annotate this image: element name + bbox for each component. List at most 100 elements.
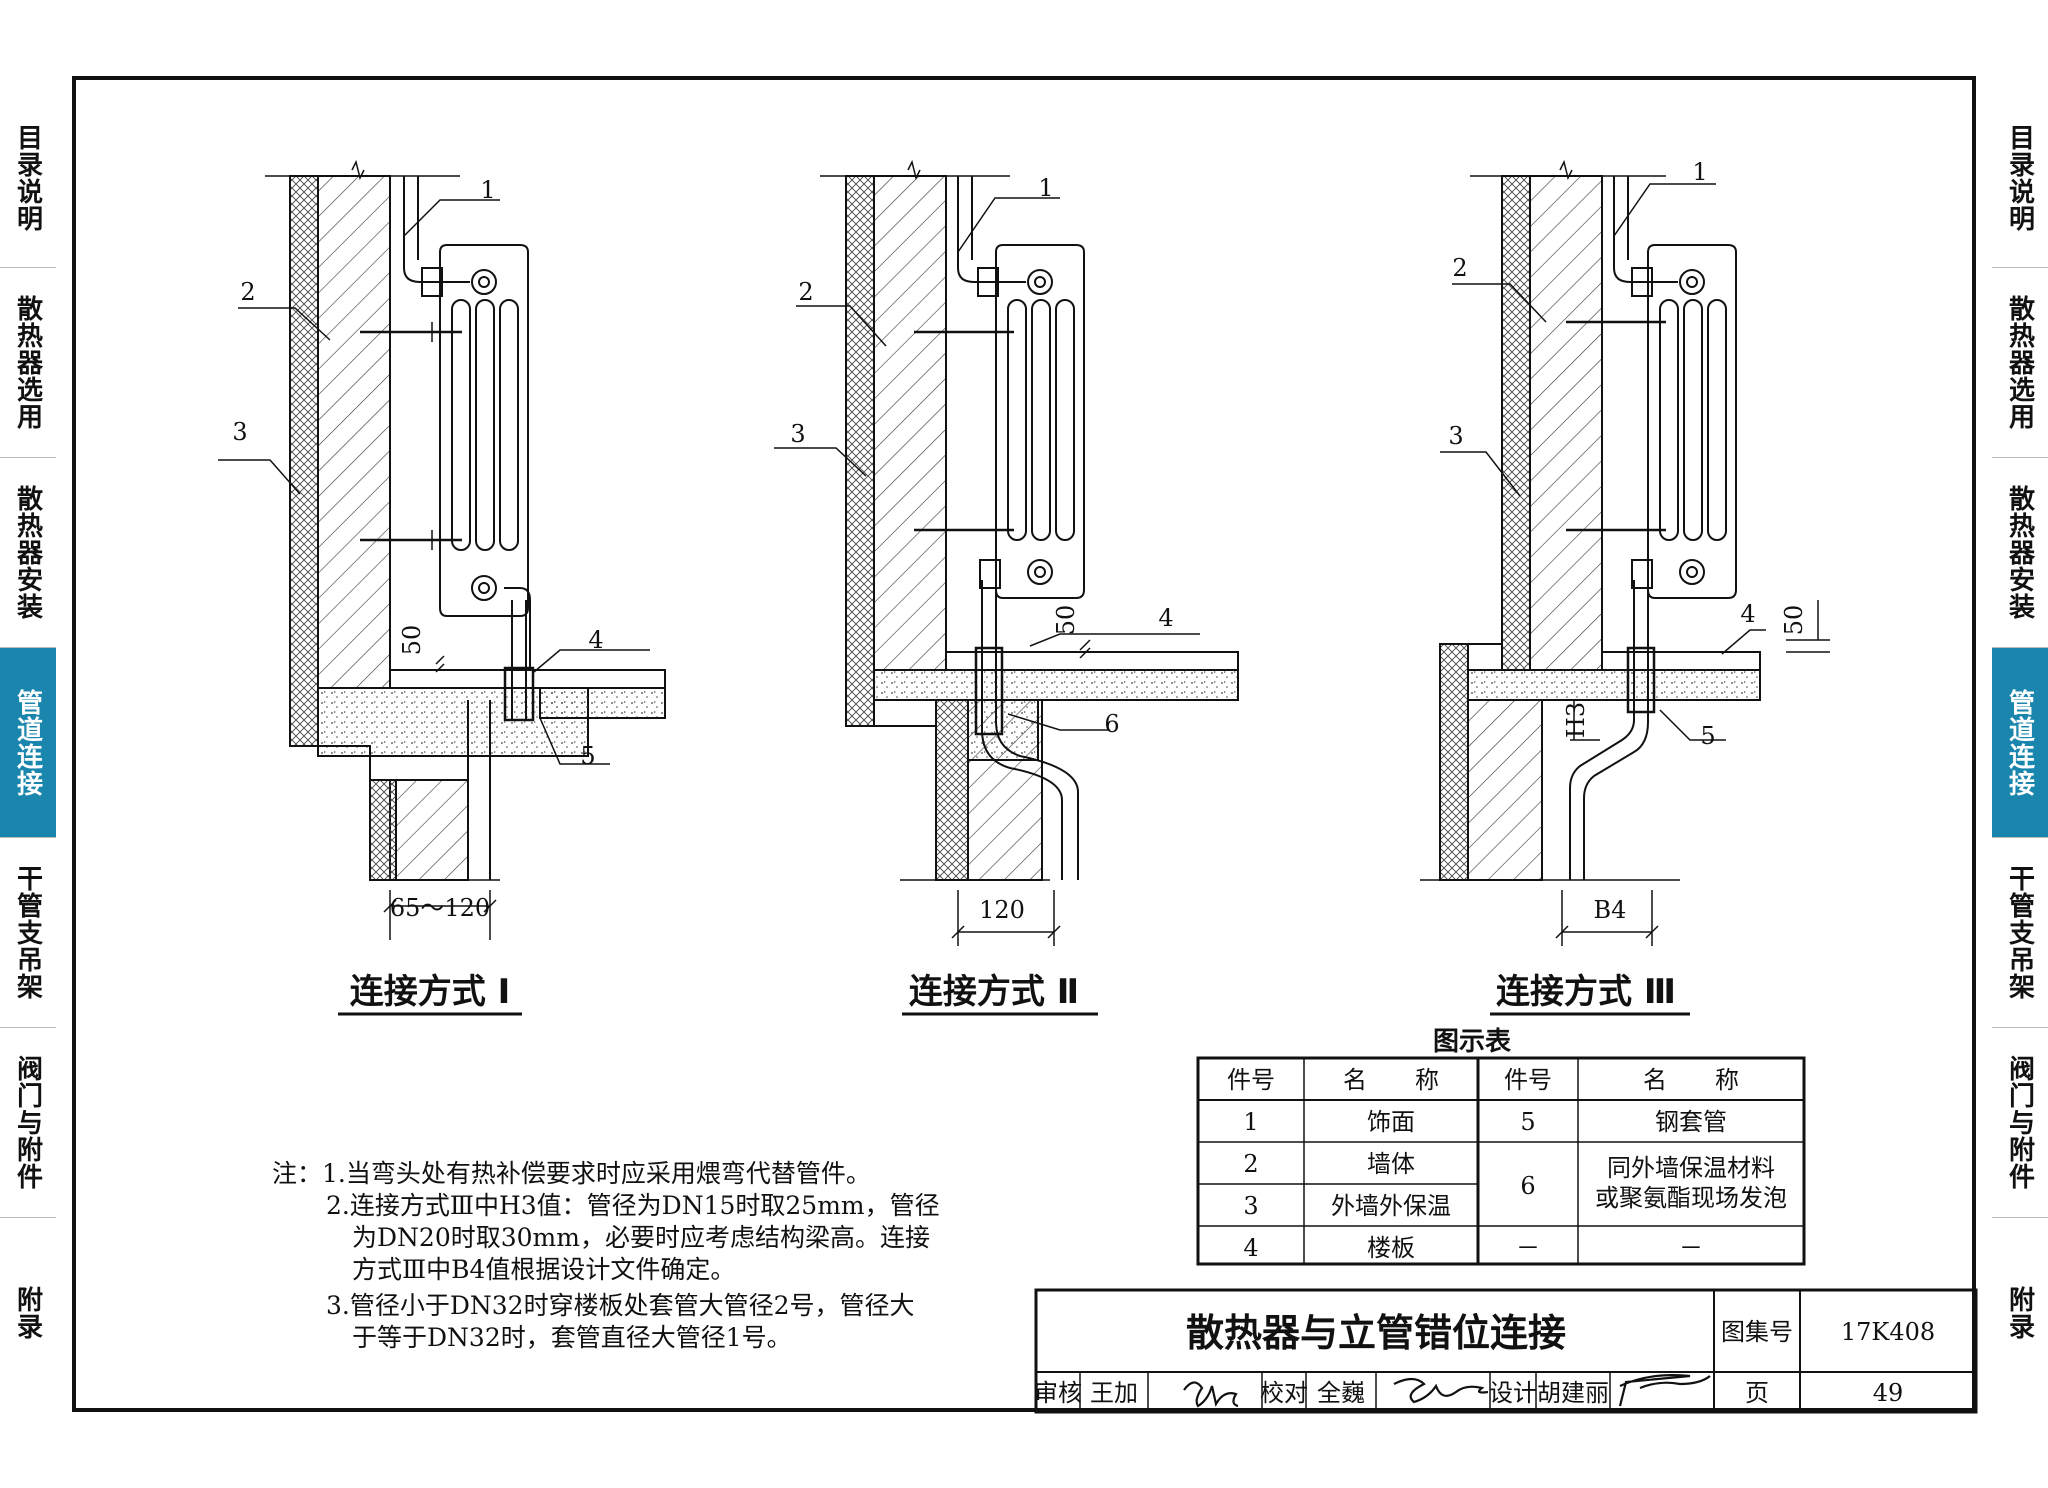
marker-3: 3 [1448,422,1463,450]
dim-50: 50 [1780,605,1808,636]
legend-cell: 5 [1520,1108,1535,1136]
diagram-connection-2 [774,159,1239,946]
wall-body [873,175,947,671]
marker-5: 5 [580,742,595,770]
note-line: 为DN20时取30mm，必要时应考虑结构梁高。连接 [352,1223,930,1252]
tab-pipe-connection-right[interactable]: 管道连接 [1992,648,2048,838]
tab-main-pipe-support-right[interactable]: 干管支吊架 [1992,838,2048,1028]
tab-radiator-installation-right[interactable]: 散热器安装 [1992,458,2048,648]
check-label: 校对 [1260,1379,1308,1407]
tab-contents-right[interactable]: 目录说明 [1992,88,2048,268]
tab-appendix-right[interactable]: 附录 [2004,1286,2035,1340]
reviewer-signature [1183,1381,1239,1408]
legend-cell: － [1516,1234,1540,1262]
drawing-title: 散热器与立管错位连接 [1186,1311,1566,1355]
legend-header: 名 称 [1643,1066,1739,1094]
floor-slab [1467,669,1761,701]
dim-50: 50 [398,625,426,656]
legend-cell: 外墙外保温 [1331,1192,1451,1220]
legend-header: 件号 [1227,1066,1275,1094]
page-number: 49 [1873,1379,1904,1407]
marker-4: 4 [1158,604,1173,632]
legend-cell: 2 [1243,1150,1258,1178]
svg-text:连接方式 Ⅱ: 连接方式 Ⅱ [909,972,1079,1012]
floor-finish [1601,651,1761,671]
tab-valves-accessories[interactable]: 阀门与附件 [0,1028,56,1218]
tab-radiator-installation[interactable]: 散热器安装 [0,458,56,648]
caption-connection-3: 连接方式 Ⅲ [1490,972,1690,1016]
marker-5: 5 [1700,722,1715,750]
tab-appendix[interactable]: 附录 [12,1286,43,1340]
legend-cell: 或聚氨酯现场发泡 [1595,1184,1787,1212]
legend-cell: 4 [1243,1234,1258,1262]
tab-radiator-selection-right[interactable]: 散热器选用 [1992,268,2048,458]
insulation-layer [289,175,319,747]
caption-connection-2: 连接方式 Ⅱ [902,972,1098,1016]
note-line: 于等于DN32时，套管直径大管径1号。 [352,1323,792,1352]
insulation-layer [845,175,875,727]
page-label: 页 [1745,1379,1769,1407]
marker-2: 2 [240,278,255,306]
note-line: 3.管径小于DN32时穿楼板处套管大管径2号，管径大 [326,1291,915,1320]
dim-width: 65～120 [390,894,490,922]
atlas-label: 图集号 [1721,1318,1793,1346]
tab-radiator-selection[interactable]: 散热器选用 [0,268,56,458]
designer-name: 胡建丽 [1537,1379,1609,1407]
checker-signature [1393,1377,1489,1404]
wall-body [1529,175,1603,671]
steel-sleeve [1626,646,1656,714]
insulation-layer [1501,175,1531,671]
title-block: 散热器与立管错位连接 图集号 17K408 审核 王加 校对 全巍 设计 胡建丽… [1034,1288,1978,1414]
diagram-connection-1 [218,159,666,940]
design-label: 设计 [1489,1379,1537,1407]
dim-50: 50 [1052,605,1080,636]
note-line: 方式Ⅲ中B4值根据设计文件确定。 [352,1255,735,1284]
marker-1: 1 [480,176,495,204]
radiator [995,244,1085,599]
atlas-number: 17K408 [1841,1318,1935,1346]
tab-contents[interactable]: 目录说明 [0,88,56,268]
steel-sleeve [503,666,535,722]
svg-text:连接方式 Ⅲ: 连接方式 Ⅲ [1496,972,1676,1012]
dim-width: 120 [979,896,1025,924]
caption-connection-1: 连接方式 Ⅰ [338,972,522,1016]
drawing-frame [72,76,1976,1412]
marker-3: 3 [790,420,805,448]
wall-body [317,175,391,689]
dim-h3: H3 [1562,702,1590,738]
floor-finish [389,669,666,689]
designer-signature [1618,1374,1711,1407]
floor-finish [945,651,1239,671]
legend-cell: 饰面 [1367,1108,1415,1136]
legend-cell: 6 [1520,1172,1535,1200]
legend-cell: － [1679,1234,1703,1262]
legend-cell: 3 [1243,1192,1258,1220]
legend-cell: 楼板 [1367,1234,1415,1262]
legend-cell: 1 [1243,1108,1258,1136]
marker-2: 2 [1452,254,1467,282]
tab-main-pipe-support[interactable]: 干管支吊架 [0,838,56,1028]
legend-title: 图示表 [1433,1027,1512,1057]
legend-header: 件号 [1504,1066,1552,1094]
legend-cell: 钢套管 [1655,1108,1727,1136]
checker-name: 全巍 [1317,1379,1365,1407]
marker-6: 6 [1104,710,1119,738]
diagram-connection-3 [1420,159,1830,946]
radiator [1647,244,1737,599]
steel-sleeve [974,646,1004,736]
legend-cell: 墙体 [1367,1150,1415,1178]
legend-header: 名 称 [1343,1066,1439,1094]
note-line: 注：1.当弯头处有热补偿要求时应采用煨弯代替管件。 [272,1159,871,1188]
legend-cell: 同外墙保温材料 [1607,1154,1775,1182]
marker-1: 1 [1038,174,1053,202]
review-label: 审核 [1034,1379,1082,1407]
note-line: 2.连接方式Ⅲ中H3值：管径为DN15时取25mm，管径 [326,1191,940,1220]
marker-4: 4 [588,626,603,654]
tab-pipe-connection[interactable]: 管道连接 [0,648,56,838]
tab-valves-accessories-right[interactable]: 阀门与附件 [1992,1028,2048,1218]
svg-text:连接方式 Ⅰ: 连接方式 Ⅰ [350,972,511,1012]
legend-table: 图示表 件号 名 称 件号 名 称 1 饰面 5 钢套管 2 墙体 6 同外墙保… [1196,1027,1806,1266]
dim-width: B4 [1594,896,1627,924]
reviewer-name: 王加 [1090,1379,1138,1407]
